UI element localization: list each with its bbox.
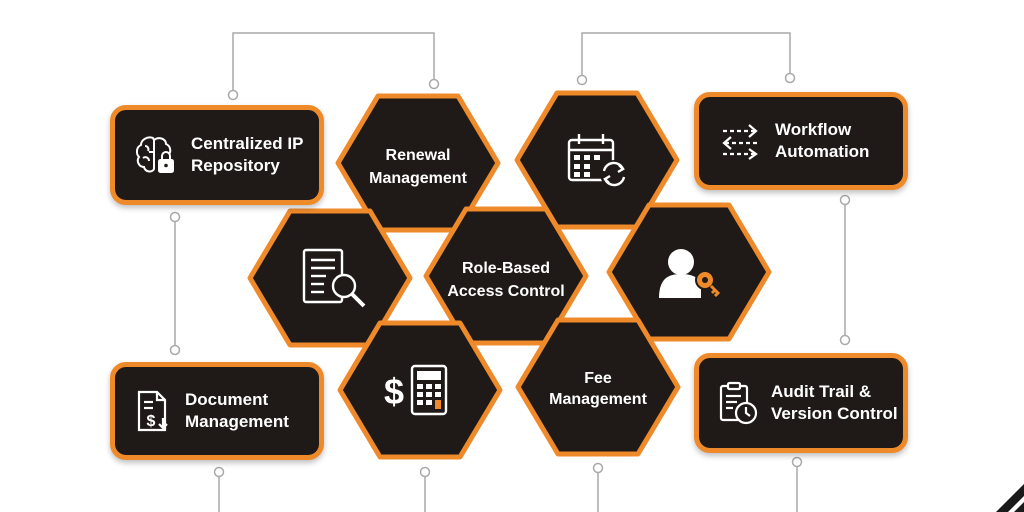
user-key-icon — [659, 249, 721, 298]
svg-text:$: $ — [147, 413, 156, 430]
hexagon-group: Renewal Management — [247, 90, 772, 460]
hex-renewal-line1: Renewal — [386, 147, 451, 164]
connector-dots — [169, 72, 851, 478]
connector-top-right — [581, 32, 791, 80]
card-document-management: $ Document Management — [110, 362, 324, 460]
corner-stripe-decoration-2 — [1014, 502, 1024, 512]
calendar-sync-icon — [567, 134, 628, 188]
hex-user-key — [606, 202, 772, 342]
connector-dot — [791, 456, 803, 468]
hex-fee-management: Fee Management — [515, 317, 681, 457]
card-centralized-ip-repository: Centralized IP Repository — [110, 105, 324, 205]
connector-dot — [419, 466, 431, 478]
hex-dollar-calculator: $ — [337, 320, 503, 460]
card-audit-trail-version-control: Audit Trail & Version Control — [694, 353, 908, 453]
connector-dot — [213, 466, 225, 478]
workflow-arrows-icon — [717, 121, 763, 161]
connector-dot — [592, 462, 604, 474]
hex-search-document — [247, 208, 413, 348]
connector-dot — [576, 74, 588, 86]
card-ip-repository-label: Centralized IP Repository — [191, 134, 304, 175]
hex-role-based-access: Role-Based Access Control — [423, 206, 589, 346]
connector-dot — [784, 72, 796, 84]
connector-dot — [169, 344, 181, 356]
connector-dot — [839, 334, 851, 346]
connector-dot — [169, 211, 181, 223]
clipboard-clock-icon — [717, 380, 759, 426]
corner-stripe-decoration — [996, 484, 1024, 512]
hex-role-line1: Role-Based — [462, 260, 550, 277]
hex-renewal-management: Renewal Management — [335, 93, 501, 233]
dollar-calculator-icon: $ — [384, 364, 448, 416]
brain-lock-icon — [133, 132, 179, 178]
document-search-icon — [302, 248, 366, 308]
card-audit-label: Audit Trail & Version Control — [771, 382, 898, 423]
connector-top-left — [232, 32, 435, 95]
svg-text:$: $ — [384, 371, 404, 412]
connector-lines — [174, 32, 846, 512]
connector-dot — [428, 78, 440, 90]
card-document-label: Document Management — [185, 390, 289, 431]
hex-shape — [337, 320, 503, 460]
hex-fee-line2: Management — [549, 391, 647, 408]
connector-dot — [839, 194, 851, 206]
connector-dot — [227, 89, 239, 101]
hex-role-line2: Access Control — [447, 283, 564, 300]
card-workflow-label: Workflow Automation — [775, 120, 870, 161]
card-workflow-automation: Workflow Automation — [694, 92, 908, 190]
document-dollar-icon: $ — [133, 388, 173, 434]
hex-fee-line1: Fee — [584, 370, 612, 387]
hex-renewal-line2: Management — [369, 170, 467, 187]
hex-shape — [515, 317, 681, 457]
